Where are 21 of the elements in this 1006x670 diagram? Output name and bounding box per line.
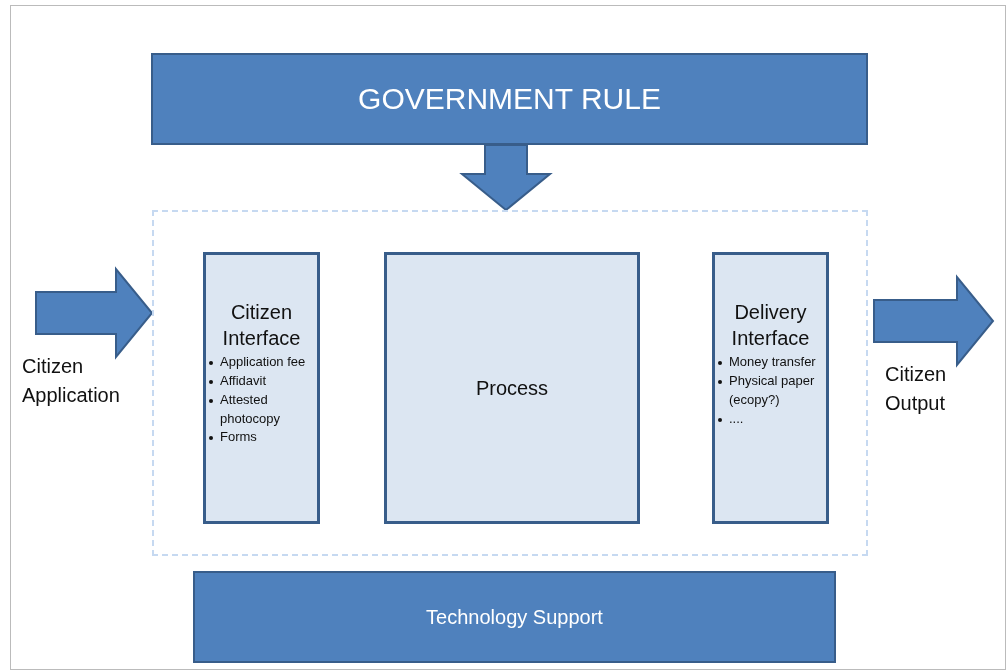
box-label: Process (475, 376, 549, 401)
block-arrow (459, 144, 553, 212)
flow-label: Citizen Application (22, 354, 121, 408)
box-heading: Delivery Interface (730, 300, 811, 351)
bullet-item: Money transfer (729, 354, 816, 369)
bullet-item: Physical paper (ecopy?) (729, 372, 815, 407)
bullet-item: Affidavit (220, 372, 266, 388)
interface-box (712, 252, 829, 524)
box-heading: Citizen Interface (221, 300, 302, 351)
flow-label: Citizen Output (885, 362, 948, 416)
block-arrow (35, 266, 154, 360)
bullet-item: Forms (220, 429, 257, 445)
interface-box (203, 252, 320, 524)
title-banner: GOVERNMENT RULE (151, 53, 868, 145)
block-arrow (873, 274, 995, 368)
support-banner: Technology Support (193, 571, 836, 663)
bullet-item: .... (729, 410, 744, 426)
bullet-item: Attested photocopy (220, 391, 280, 426)
bullet-item: Application fee (220, 354, 306, 369)
dashed-container (152, 210, 868, 556)
process-box (384, 252, 640, 524)
